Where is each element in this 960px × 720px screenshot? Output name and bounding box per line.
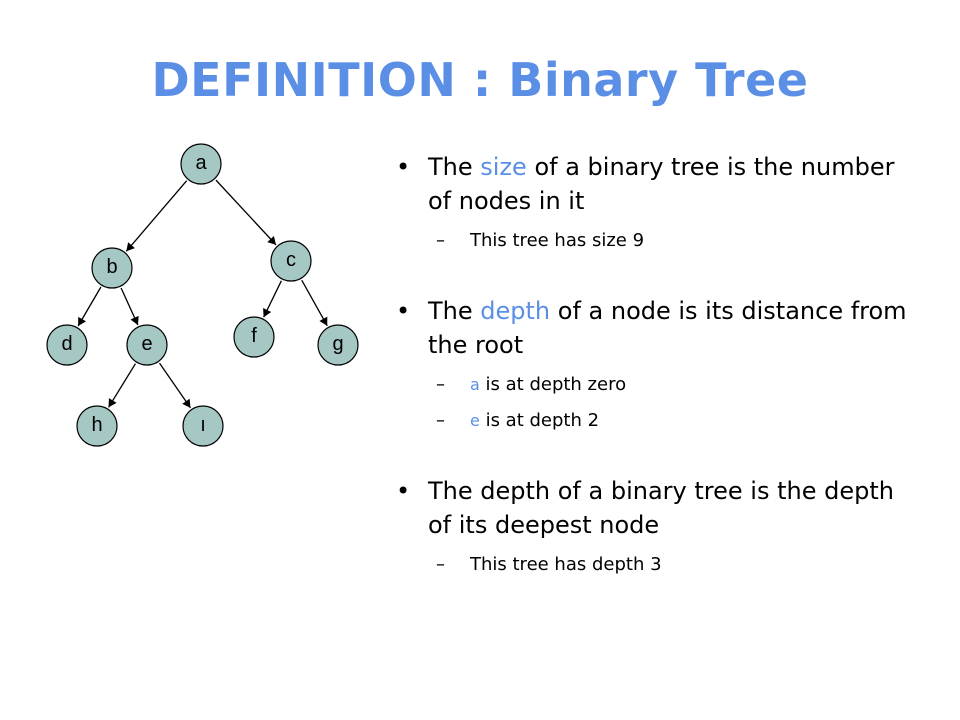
tree-node-circle (317, 324, 359, 366)
bullet-dot: • (396, 297, 411, 325)
tree-edge-arrowhead (78, 316, 87, 327)
definition-list: • The size of a binary tree is the numbe… (396, 150, 916, 578)
sub-bullet-size-9: – This tree has size 9 (396, 228, 916, 254)
tree-edge-e-h (108, 363, 136, 408)
tree-edge-e-i (158, 362, 192, 409)
tree-node-f: f (233, 316, 275, 358)
tree-node-circle (46, 324, 88, 366)
var-a: a (470, 375, 480, 394)
sub-bullet-depth-3: – This tree has depth 3 (396, 552, 916, 578)
bullet-text-post: of a node is its distance from the root (428, 297, 907, 359)
tree-edge-c-g (301, 279, 328, 327)
tree-node-circle (76, 405, 118, 447)
bullet-text-pre: The (428, 153, 481, 181)
sub-bullet-text: is at depth 2 (479, 410, 600, 431)
tree-node-circle (270, 240, 312, 282)
sub-bullet-dash: – (436, 374, 445, 395)
tree-edges (77, 179, 328, 409)
tree-edge-arrowhead (130, 315, 139, 325)
tree-node-e: e (126, 324, 168, 366)
sub-bullet-text: This tree has size 9 (470, 230, 645, 251)
tree-nodes: a b c d e f g h ı (46, 143, 359, 447)
tree-edge-arrowhead (182, 398, 191, 408)
tree-node-label: e (141, 333, 152, 355)
sub-bullet-dash: – (436, 554, 445, 575)
bullet-text-pre: The depth of a binary tree is the depth … (428, 477, 894, 539)
bullet-highlight-size: size (480, 153, 527, 181)
tree-node-label: d (61, 333, 72, 355)
tree-edge-a-b (125, 180, 188, 252)
tree-edge-arrowhead (267, 235, 277, 245)
tree-node-g: g (317, 324, 359, 366)
tree-node-label: h (91, 414, 102, 436)
bullet-depth-node: • The depth of a node is its distance fr… (396, 294, 916, 362)
bullet-depth-tree: • The depth of a binary tree is the dept… (396, 474, 916, 542)
binary-tree-diagram: a b c d e f g h ı (46, 143, 359, 447)
bullet-text-post: of a binary tree is the number of nodes … (428, 153, 895, 215)
tree-node-label: g (332, 333, 343, 355)
bullet-size: • The size of a binary tree is the numbe… (396, 150, 916, 218)
tree-edge-arrowhead (263, 308, 272, 318)
tree-node-i: ı (182, 405, 224, 447)
bullet-dot: • (396, 153, 411, 181)
tree-node-b: b (91, 247, 133, 289)
tree-edge-arrowhead (108, 398, 117, 408)
sub-bullet-dash: – (436, 410, 445, 431)
tree-node-h: h (76, 405, 118, 447)
tree-node-label: c (286, 249, 296, 271)
tree-node-label: a (195, 152, 207, 174)
sub-bullet-text: This tree has depth 3 (470, 554, 662, 575)
tree-node-circle (91, 247, 133, 289)
slide-title: DEFINITION : Binary Tree (151, 53, 809, 107)
tree-node-label: b (106, 256, 117, 278)
tree-node-circle (182, 405, 224, 447)
var-e: e (470, 411, 480, 430)
tree-edge-arrowhead (126, 242, 135, 252)
bullet-text-pre: The (428, 297, 481, 325)
tree-node-c: c (270, 240, 312, 282)
bullet-highlight-depth: depth (480, 297, 551, 325)
sub-bullet-text: is at depth zero (479, 374, 627, 395)
tree-node-d: d (46, 324, 88, 366)
tree-edge-a-c (215, 179, 277, 246)
tree-edge-arrowhead (319, 316, 328, 326)
tree-node-label: f (251, 325, 257, 347)
tree-node-circle (126, 324, 168, 366)
tree-node-a: a (180, 143, 222, 185)
tree-node-circle (180, 143, 222, 185)
tree-node-circle (233, 316, 275, 358)
bullet-dot: • (396, 477, 411, 505)
sub-bullet-dash: – (436, 230, 445, 251)
sub-bullet-e-depth: – e is at depth 2 (396, 408, 916, 434)
sub-bullet-a-depth: – a is at depth zero (396, 372, 916, 398)
tree-node-label: ı (200, 414, 206, 436)
